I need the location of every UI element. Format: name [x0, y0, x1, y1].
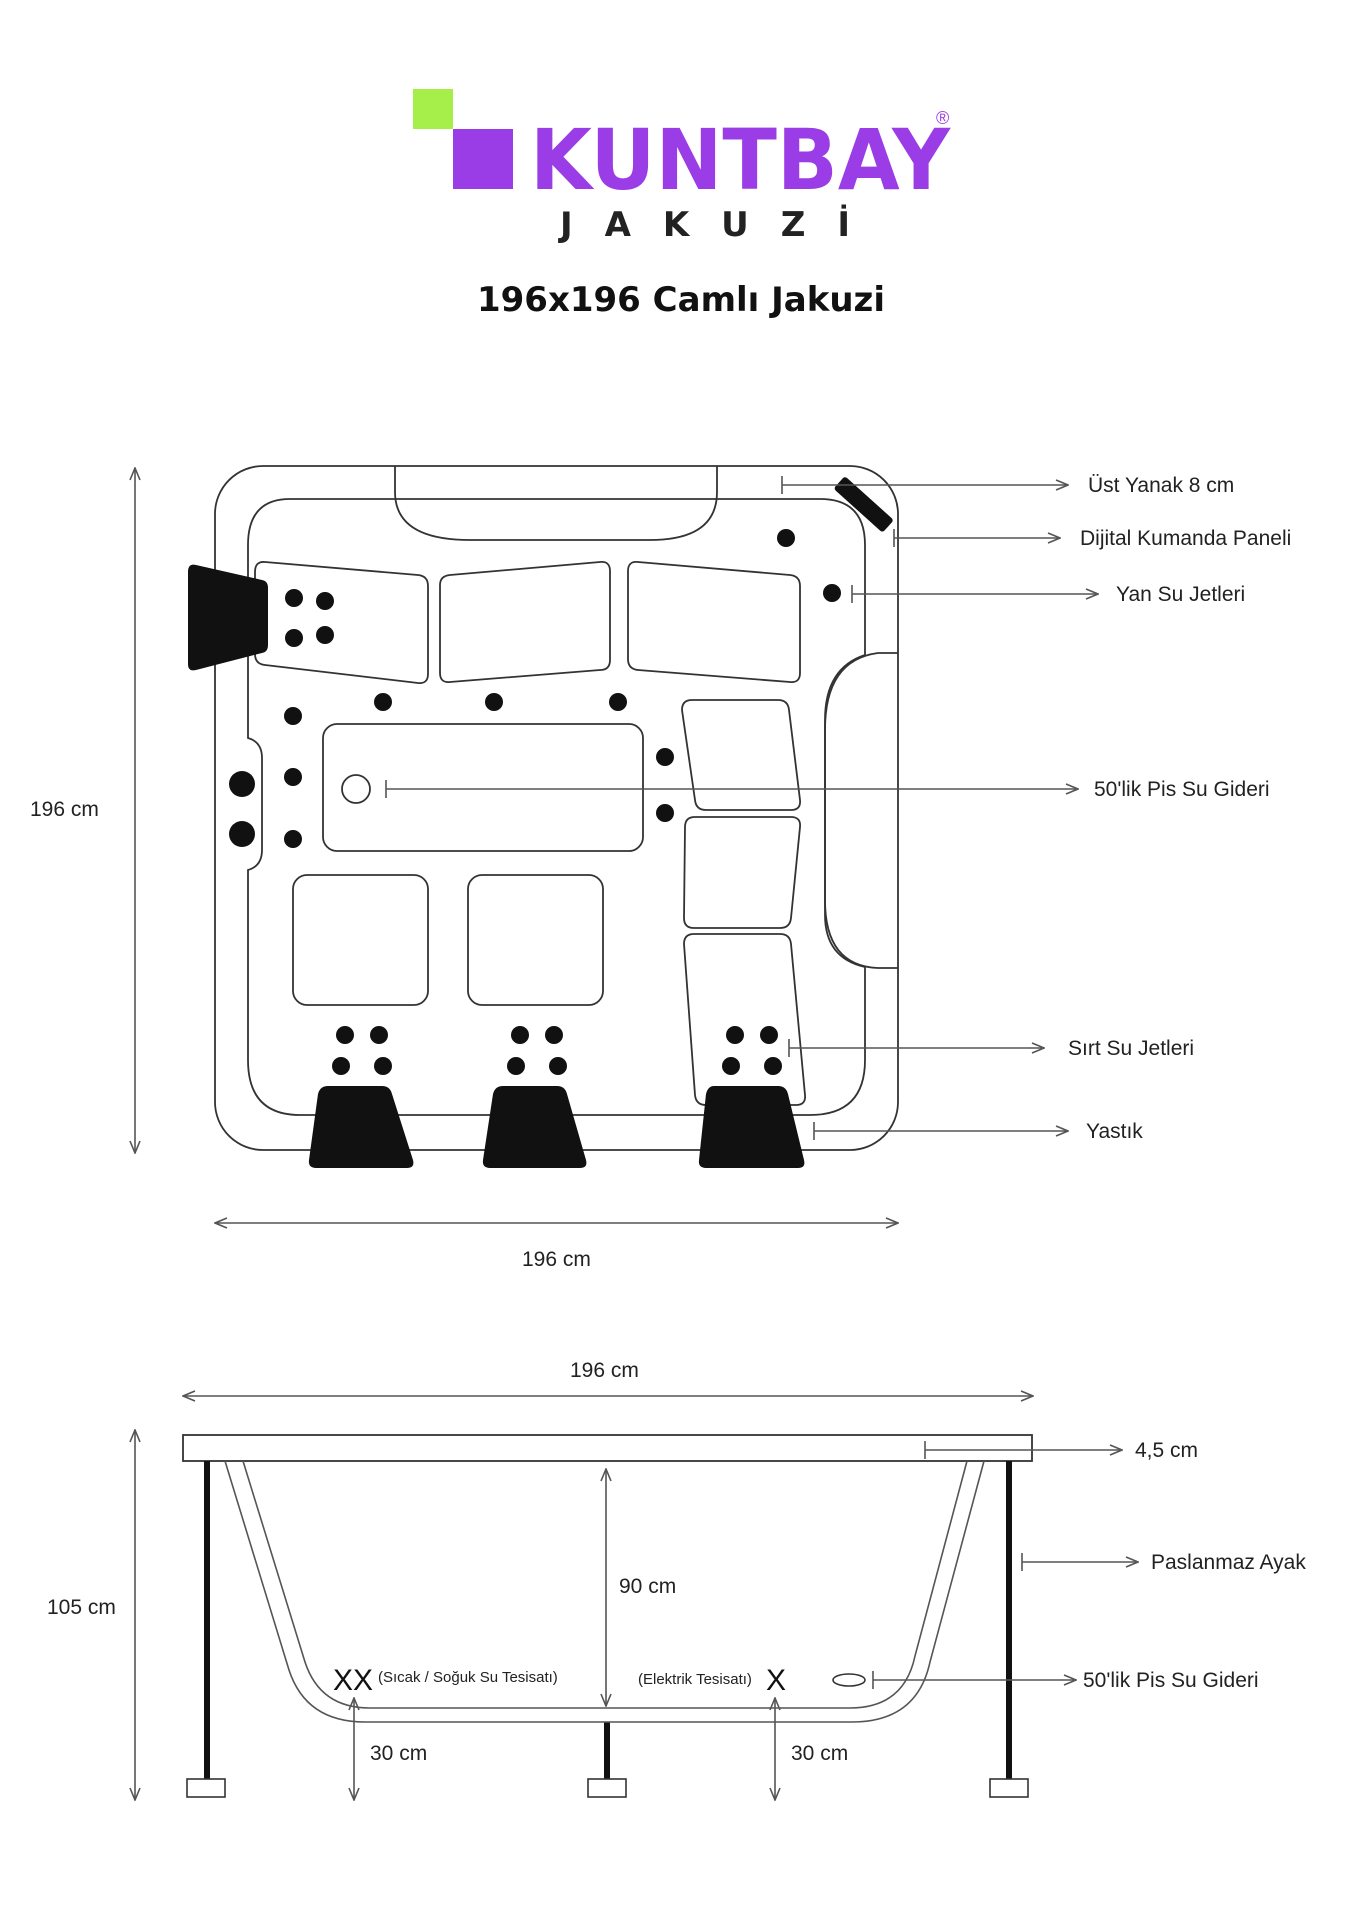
callout-rim-thickness: 4,5 cm — [1135, 1439, 1198, 1462]
seat-right-1 — [681, 699, 801, 811]
back-jet-icon — [760, 1026, 778, 1044]
side-jet-icon — [374, 693, 392, 711]
side-leg-left — [204, 1461, 210, 1779]
side-width-label: 196 cm — [570, 1359, 639, 1382]
electric-label: (Elektrik Tesisatı) — [638, 1671, 752, 1688]
side-foot-right — [989, 1778, 1029, 1798]
seat-center — [322, 723, 644, 852]
top-headrest — [394, 466, 718, 541]
seat-right-2 — [683, 816, 801, 929]
top-view-dimensions — [135, 468, 898, 1223]
pillow-bottom-right-icon — [698, 1086, 805, 1168]
drain-icon — [341, 774, 371, 804]
logo-bar — [453, 129, 513, 189]
back-jet-icon — [511, 1026, 529, 1044]
wall-jet-icon — [229, 821, 255, 847]
callout-pillow: Yastık — [1086, 1120, 1143, 1143]
back-jet-icon — [285, 589, 303, 607]
control-panel-icon — [834, 477, 893, 532]
back-jet-icon — [374, 1057, 392, 1075]
back-jet-icon — [316, 592, 334, 610]
side-height-label: 105 cm — [47, 1596, 116, 1619]
top-view-leaders — [385, 476, 1098, 1140]
side-foot-middle — [587, 1778, 627, 1798]
side-jet-icon — [284, 830, 302, 848]
side-leg-middle — [604, 1722, 610, 1779]
pillow-bottom-middle-icon — [482, 1086, 587, 1168]
logo-accent-square — [413, 89, 453, 129]
side-basin-outer — [224, 1460, 985, 1723]
seat-bottom-left — [292, 874, 429, 1006]
callout-drain: 50'lik Pis Su Gideri — [1094, 778, 1270, 801]
back-jet-icon — [336, 1026, 354, 1044]
depth-label: 90 cm — [619, 1575, 676, 1598]
back-jet-icon — [549, 1057, 567, 1075]
left-pillow-icon — [188, 564, 268, 671]
side-jet-icon — [609, 693, 627, 711]
side-jet-icon — [823, 584, 841, 602]
side-jet-icon — [485, 693, 503, 711]
back-jet-icon — [370, 1026, 388, 1044]
seat-bottom-middle — [467, 874, 604, 1006]
seat-top-right — [627, 561, 801, 683]
wall-jet-icon — [229, 771, 255, 797]
callout-stainless-leg: Paslanmaz Ayak — [1151, 1551, 1306, 1574]
side-jet-icon — [656, 804, 674, 822]
back-jet-icon — [722, 1057, 740, 1075]
callout-control-panel: Dijital Kumanda Paneli — [1080, 527, 1291, 550]
side-leg-right — [1006, 1461, 1012, 1779]
electric-mark: X — [766, 1664, 786, 1697]
right-side-step — [824, 652, 898, 969]
logo-registered-mark: ® — [936, 108, 949, 128]
brand-logo: KUNTBAY ® J A K U Z İ — [413, 89, 951, 245]
tub-inner-basin — [247, 498, 866, 1116]
back-jet-icon — [764, 1057, 782, 1075]
side-jet-icon — [284, 768, 302, 786]
back-jet-icon — [285, 629, 303, 647]
seat-top-left — [254, 561, 429, 684]
back-jet-icon — [726, 1026, 744, 1044]
logo-subtitle: J A K U Z İ — [558, 204, 850, 245]
top-view-fills — [188, 477, 893, 1168]
hot-cold-label: (Sıcak / Soğuk Su Tesisatı) — [378, 1669, 558, 1686]
back-jet-icon — [545, 1026, 563, 1044]
side-jet-icon — [284, 707, 302, 725]
back-jet-icon — [332, 1057, 350, 1075]
seat-right-3 — [683, 933, 806, 1106]
pillow-bottom-left-icon — [308, 1086, 414, 1168]
side-jet-icon — [656, 748, 674, 766]
side-drain-icon — [832, 1673, 866, 1687]
side-top-rim — [182, 1434, 1033, 1462]
top-width-label: 196 cm — [522, 1248, 591, 1271]
callout-side-drain: 50'lik Pis Su Gideri — [1083, 1669, 1259, 1692]
callout-top-rim: Üst Yanak 8 cm — [1088, 474, 1234, 497]
top-height-label: 196 cm — [30, 798, 99, 821]
side-view: 196 cm 105 cm 90 cm XX (Sıcak / Soğuk Su… — [47, 1359, 1306, 1800]
side-basin-inner — [242, 1460, 968, 1709]
back-jet-icon — [316, 626, 334, 644]
hot-cold-mark: XX — [333, 1664, 373, 1697]
callout-back-jets: Sırt Su Jetleri — [1068, 1037, 1194, 1060]
seat-top-middle — [439, 561, 611, 683]
left-height-label: 30 cm — [370, 1742, 427, 1765]
back-jet-icon — [507, 1057, 525, 1075]
page-title: 196x196 Camlı Jakuzi — [477, 280, 885, 320]
logo-brand-text: KUNTBAY — [530, 111, 951, 209]
right-height-label: 30 cm — [791, 1742, 848, 1765]
callout-side-jets: Yan Su Jetleri — [1116, 583, 1245, 606]
side-jet-icon — [777, 529, 795, 547]
side-foot-left — [186, 1778, 226, 1798]
